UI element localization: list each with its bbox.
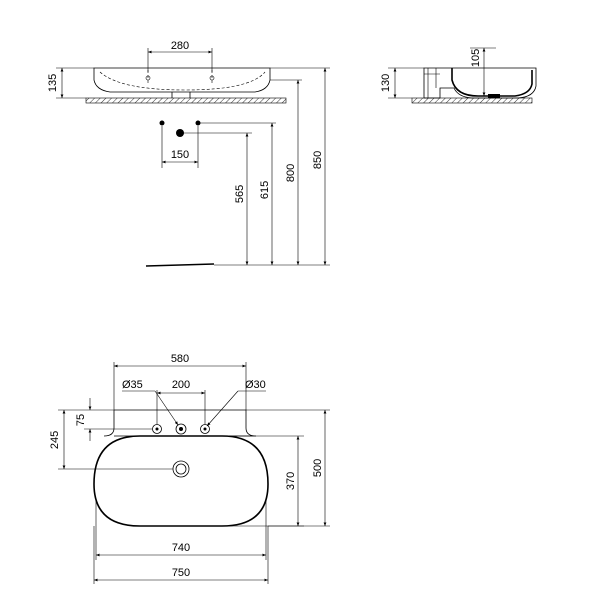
- side-bowl-inner: [451, 68, 533, 97]
- side-drain: [488, 94, 500, 98]
- dim-850-label: 850: [312, 151, 324, 169]
- dim-200-label: 200: [172, 379, 190, 391]
- plan-deck-left: [103, 410, 115, 437]
- dim-245-label: 245: [49, 431, 61, 449]
- dim-500-label: 500: [312, 459, 324, 477]
- dim-370-label: 370: [285, 472, 297, 490]
- plan-hole-center-icon: [175, 423, 187, 435]
- dim-565-label: 565: [234, 185, 246, 203]
- leader-dia30: [206, 390, 239, 427]
- leader-dia35: [154, 390, 179, 426]
- dim-150-label: 150: [171, 149, 189, 161]
- front-drain-stub: [171, 92, 191, 98]
- side-basin-outline: [423, 67, 537, 99]
- front-tap-hole-lines: [147, 70, 213, 84]
- front-view: 280 135 150 565 615 800 850: [47, 40, 330, 267]
- dim-105-label: 105: [470, 49, 482, 67]
- dim-280-label: 280: [171, 40, 189, 52]
- dim-dia35-label: Ø35: [122, 379, 143, 391]
- dim-750-label: 750: [172, 567, 190, 579]
- dim-75-label: 75: [75, 414, 87, 426]
- outlet-point-left: [159, 120, 165, 126]
- dim-615-label: 615: [259, 181, 271, 199]
- plan-hole-right-icon: [200, 424, 210, 434]
- dim-135-label: 135: [47, 74, 59, 92]
- outlet-point-right: [195, 120, 201, 126]
- dim-580-label: 580: [171, 353, 189, 365]
- side-deck-section: [424, 68, 440, 98]
- front-countertop: [85, 97, 287, 104]
- plan-view: 580 200 Ø35 Ø30 75 245 370 500: [49, 353, 330, 584]
- plan-drain-icon: [172, 460, 190, 478]
- dim-800-label: 800: [285, 164, 297, 182]
- dim-130-label: 130: [380, 74, 392, 92]
- front-tap-hole-right: [209, 75, 215, 81]
- plan-bowl-outline: [93, 435, 269, 527]
- outlet-point-center: [176, 129, 184, 137]
- front-basin-hidden-bowl: [99, 71, 266, 91]
- floor-line: [145, 263, 215, 267]
- front-basin-outline: [93, 67, 271, 93]
- front-tap-hole-left: [145, 75, 151, 81]
- side-countertop: [411, 97, 533, 104]
- side-view: 105 130: [380, 47, 537, 104]
- plan-hole-left-icon: [152, 424, 162, 434]
- dim-dia30-label: Ø30: [245, 379, 266, 391]
- dim-740-label: 740: [172, 542, 190, 554]
